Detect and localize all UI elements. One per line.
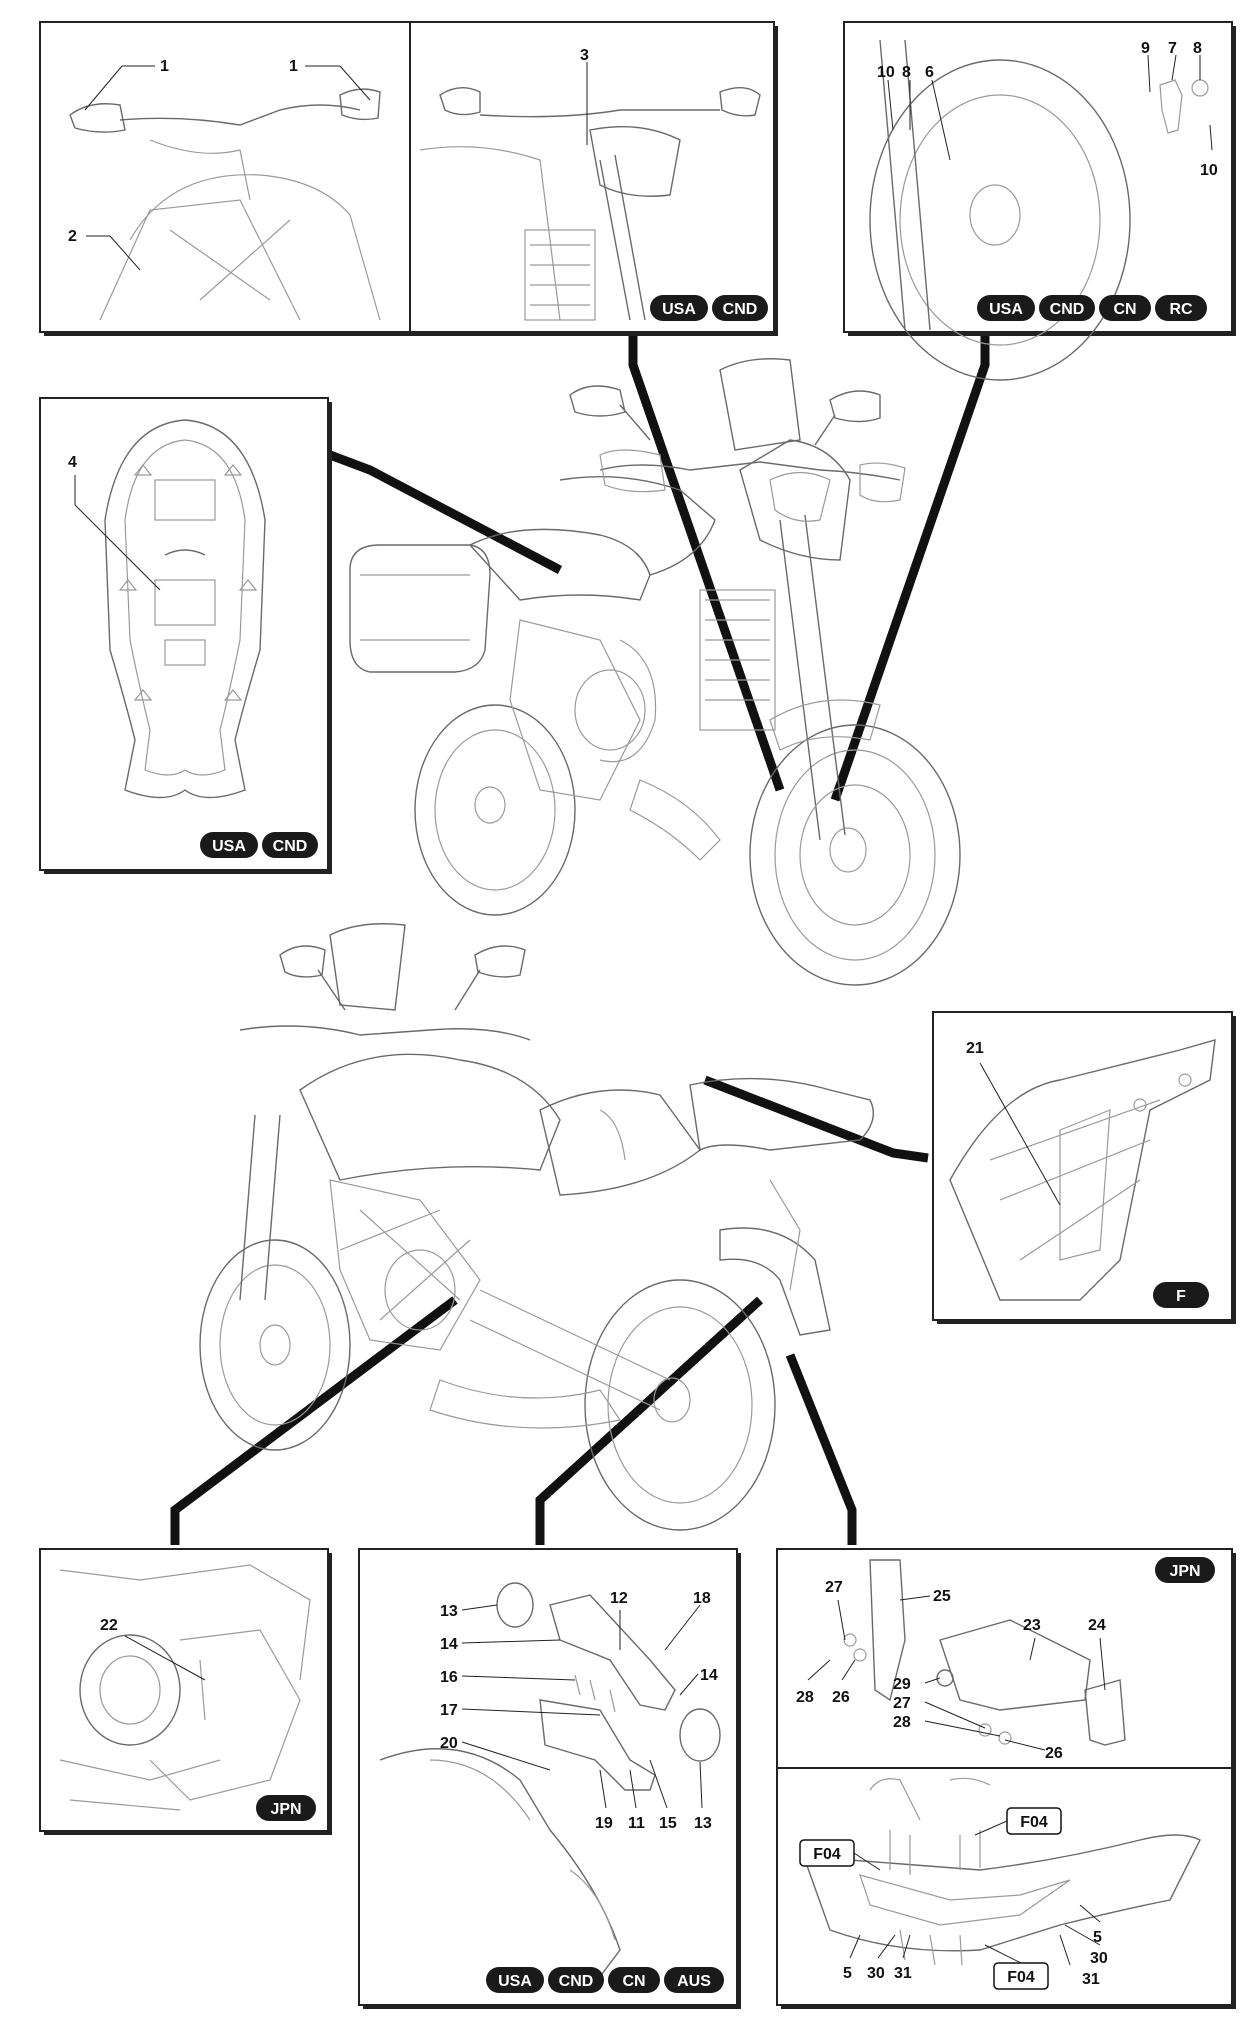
callout-label: 19 [595, 1815, 613, 1832]
callout-label: 23 [1023, 1617, 1041, 1634]
panel-plate-holder: 13 14 16 17 20 12 18 14 19 11 15 13 [358, 1548, 741, 2009]
callout-label: 28 [796, 1689, 814, 1706]
callout-label: 28 [893, 1714, 911, 1731]
market-badge: CND [273, 838, 308, 855]
market-badge: F [1176, 1288, 1186, 1305]
panel-6-badges: JPN [256, 1795, 316, 1821]
lead-panel-4 [328, 450, 563, 574]
callout-label: 15 [659, 1815, 677, 1832]
callout-label: 30 [867, 1965, 885, 1982]
market-badge: JPN [270, 1801, 301, 1818]
panel-4-badges: USA CND [200, 832, 318, 858]
market-badge: CN [1113, 301, 1136, 318]
callout-label: 17 [440, 1702, 458, 1719]
panel-seat: 4 USA CND [39, 397, 332, 874]
callout-label: 4 [68, 454, 77, 471]
lead-panel-8 [785, 1353, 857, 1545]
callout-label: 13 [440, 1603, 458, 1620]
callout-label: 18 [693, 1590, 711, 1607]
callout-label: 24 [1088, 1617, 1106, 1634]
callout-label: 9 [1141, 40, 1150, 57]
callout-label: 30 [1090, 1950, 1108, 1967]
motorcycle-upper-illustration [349, 358, 961, 986]
callout-label: 20 [440, 1735, 458, 1752]
market-badge: JPN [1169, 1563, 1200, 1580]
market-badge: USA [989, 301, 1023, 318]
callout-label: 5 [843, 1965, 852, 1982]
callout-label: 12 [610, 1590, 628, 1607]
panel-rear-subframe: 21 F [932, 1011, 1236, 1324]
lead-panel-3 [830, 333, 990, 802]
callout-label: 8 [902, 64, 911, 81]
callout-label: 16 [440, 1669, 458, 1686]
panel-front-wheel: 10 8 6 9 7 8 10 USA CND CN RC [843, 21, 1236, 381]
lead-panel-2 [628, 333, 785, 792]
market-badge: CND [559, 1973, 594, 1990]
rear-fairing-illustration [804, 1777, 1201, 1966]
callout-label: 26 [1045, 1745, 1063, 1762]
callout-label: 2 [68, 228, 77, 245]
panel-handguards: 1 1 2 3 USA CND [39, 21, 778, 336]
front-wheel-illustration [869, 39, 1209, 381]
market-badge: CND [723, 301, 758, 318]
callout-label: 10 [1200, 162, 1218, 179]
rear-subframe-illustration [949, 1039, 1216, 1301]
callout-label: 11 [628, 1815, 645, 1832]
callout-label: 1 [289, 58, 298, 75]
panel-3-badges: USA CND CN RC [977, 295, 1207, 321]
callout-label: 21 [966, 1040, 984, 1057]
market-badge: AUS [677, 1973, 711, 1990]
callout-label: 31 [894, 1965, 912, 1982]
market-badge: USA [212, 838, 246, 855]
callout-label: 14 [440, 1636, 458, 1653]
callout-label: 31 [1082, 1971, 1100, 1988]
callout-label: 26 [832, 1689, 850, 1706]
callout-label: 10 [877, 64, 895, 81]
callout-label: 22 [100, 1617, 118, 1634]
footpeg-illustration [843, 1559, 1126, 1746]
handguards-illustration [69, 88, 381, 321]
fastener-ref-box: F04 [1007, 1969, 1035, 1986]
lead-panel-6 [170, 1296, 458, 1545]
callout-label: 25 [933, 1588, 951, 1605]
seat-illustration [104, 419, 266, 799]
lead-panel-5 [703, 1075, 929, 1163]
callout-label: 3 [580, 47, 589, 64]
market-badge: USA [662, 301, 696, 318]
market-badge: USA [498, 1973, 532, 1990]
market-badge: CND [1050, 301, 1085, 318]
panel-2-badges: USA CND [650, 295, 768, 321]
callout-label: 27 [825, 1579, 843, 1596]
fastener-ref-box: F04 [1020, 1814, 1048, 1831]
panel-footpegs: 27 25 28 26 23 24 29 27 28 26 JPN [776, 1548, 1236, 2009]
panel-5-badges: F [1153, 1282, 1209, 1308]
panel-engine-side: 22 JPN [39, 1548, 332, 1835]
engine-side-illustration [59, 1564, 311, 1811]
panel-7-badges: USA CND CN AUS [486, 1967, 724, 1993]
callout-label: 8 [1193, 40, 1202, 57]
motorcycle-lower-illustration [199, 923, 874, 1531]
callout-label: 29 [893, 1676, 911, 1693]
callout-label: 14 [700, 1667, 718, 1684]
market-badge: CN [622, 1973, 645, 1990]
callout-label: 7 [1168, 40, 1177, 57]
handguards-illustration-b [419, 87, 761, 321]
fastener-ref-box: F04 [813, 1846, 841, 1863]
callout-label: 6 [925, 64, 934, 81]
market-badge: RC [1169, 301, 1193, 318]
callout-label: 13 [694, 1815, 712, 1832]
callout-label: 1 [160, 58, 169, 75]
plate-holder-illustration [379, 1582, 721, 1991]
callout-label: 27 [893, 1695, 911, 1712]
panel-8-badges: JPN [1155, 1557, 1215, 1583]
callout-label: 5 [1093, 1929, 1102, 1946]
lead-panel-7 [535, 1296, 764, 1545]
